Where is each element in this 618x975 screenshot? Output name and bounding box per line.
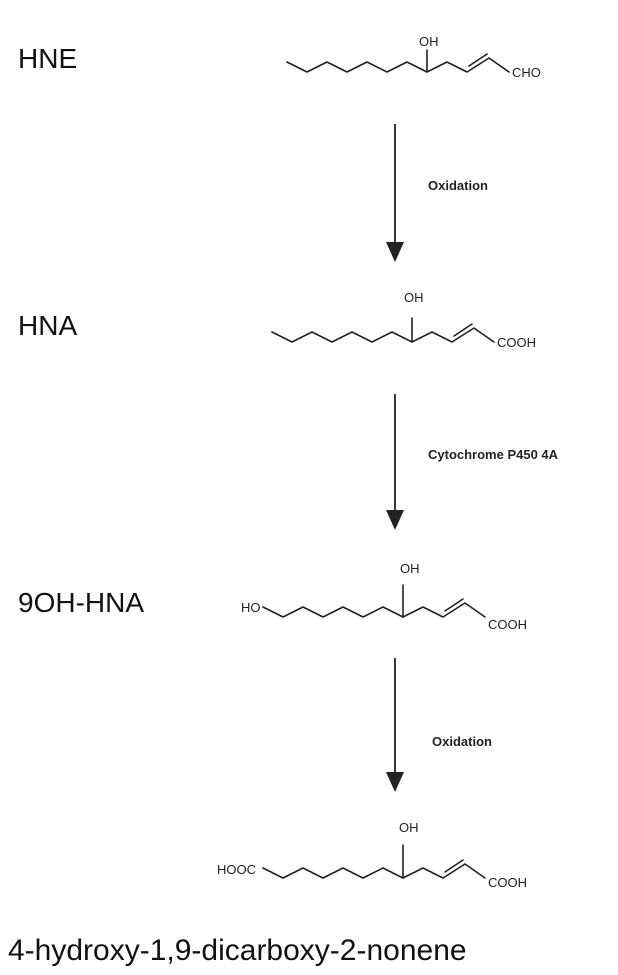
compound-name-dicarboxy-nonene: 4-hydroxy-1,9-dicarboxy-2-nonene: [8, 934, 467, 967]
step-label-oxidation-2: Oxidation: [432, 734, 492, 749]
dicarboxy-nonene-double-bond: [444, 859, 464, 873]
9oh-hna-terminal-hydroxyl-label: HO: [241, 600, 261, 615]
dicarboxy-nonene-carbon-chain: [262, 863, 486, 879]
hna-carboxyl-label: COOH: [497, 335, 536, 350]
hne-aldehyde-label: CHO: [512, 65, 541, 80]
compound-hna: HNA OH COOH: [18, 290, 536, 350]
step-label-cytochrome-p450-4a: Cytochrome P450 4A: [428, 447, 559, 462]
compound-hne: HNE OH CHO: [18, 34, 541, 80]
compound-dicarboxy-nonene: HOOC OH COOH 4-hydroxy-1,9-dicarboxy-2-n…: [8, 820, 527, 967]
dicarboxy-nonene-hydroxyl-label: OH: [399, 820, 419, 835]
hna-carbon-chain: [271, 327, 495, 343]
compound-name-9oh-hna: 9OH-HNA: [18, 587, 144, 618]
hna-double-bond: [453, 323, 473, 337]
compound-9oh-hna: 9OH-HNA HO OH COOH: [18, 561, 527, 632]
arrow-3-head: [386, 772, 404, 792]
reaction-arrow-3: Oxidation: [386, 658, 492, 792]
arrow-2-head: [386, 510, 404, 530]
step-label-oxidation-1: Oxidation: [428, 178, 488, 193]
arrow-1-head: [386, 242, 404, 262]
reaction-arrow-2: Cytochrome P450 4A: [386, 394, 559, 530]
hne-carbon-chain: [286, 57, 510, 73]
hne-double-bond: [468, 53, 488, 67]
9oh-hna-hydroxyl-label: OH: [400, 561, 420, 576]
9oh-hna-carboxyl-label: COOH: [488, 617, 527, 632]
dicarboxy-nonene-left-carboxyl-label: HOOC: [217, 862, 256, 877]
9oh-hna-double-bond: [444, 598, 464, 612]
compound-name-hna: HNA: [18, 310, 77, 341]
9oh-hna-carbon-chain: [262, 602, 486, 618]
reaction-arrow-1: Oxidation: [386, 124, 488, 262]
compound-name-hne: HNE: [18, 43, 77, 74]
hne-hydroxyl-label: OH: [419, 34, 439, 49]
dicarboxy-nonene-right-carboxyl-label: COOH: [488, 875, 527, 890]
hna-hydroxyl-label: OH: [404, 290, 424, 305]
